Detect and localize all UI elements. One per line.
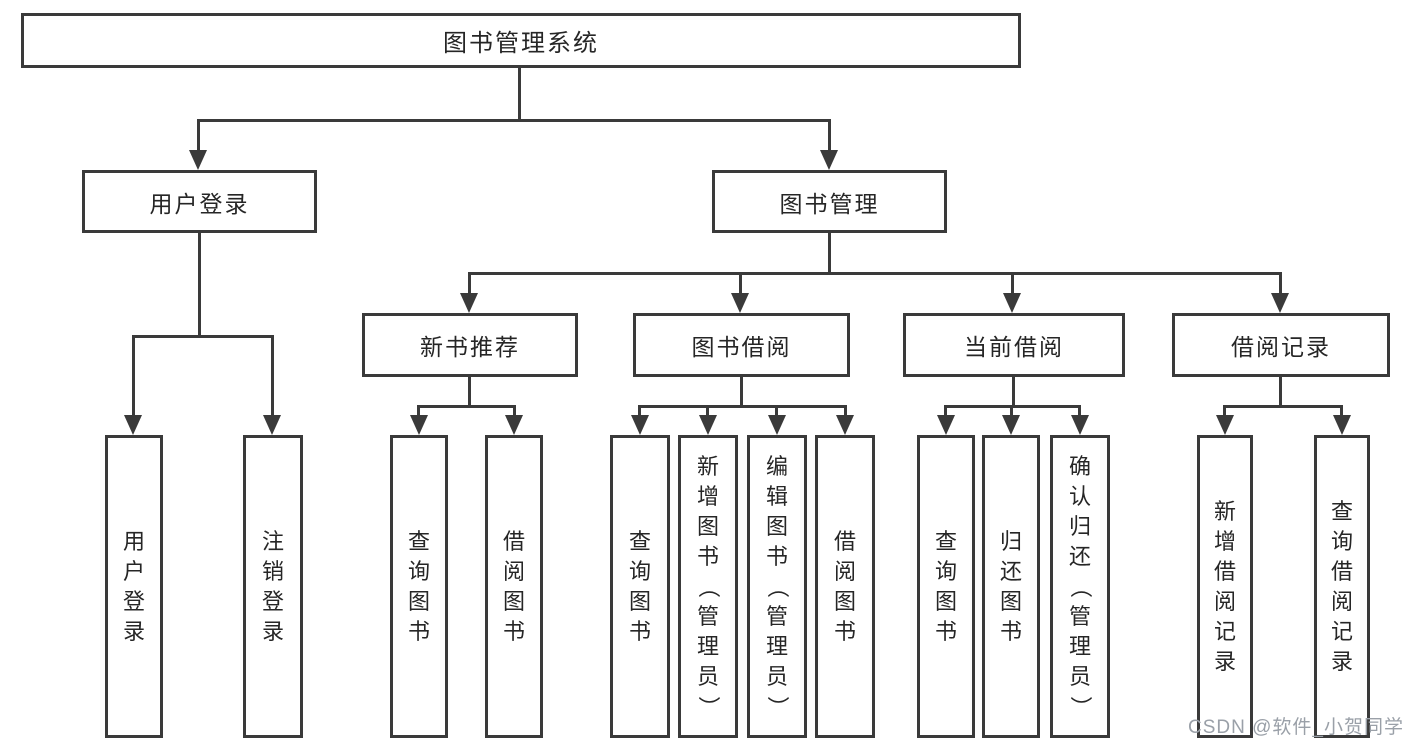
node-label: 图书借阅 — [691, 334, 792, 360]
arrow-down-icon — [768, 415, 786, 435]
connector-line — [1340, 405, 1343, 419]
arrow-down-icon — [1333, 415, 1351, 435]
arrow-down-icon — [189, 150, 207, 170]
connector-line — [513, 405, 516, 419]
leaf-add-books-admin: 新增图书（管理员） — [678, 435, 738, 738]
arrow-down-icon — [937, 415, 955, 435]
connector-line — [197, 119, 200, 154]
connector-line — [518, 67, 521, 121]
node-borrowing-records: 借阅记录 — [1172, 313, 1390, 377]
arrow-down-icon — [410, 415, 428, 435]
connector-line — [740, 377, 743, 408]
leaf-logout: 注销登录 — [243, 435, 303, 738]
arrow-down-icon — [1071, 415, 1089, 435]
arrow-down-icon — [1216, 415, 1234, 435]
leaf-borrow-books-recommend: 借阅图书 — [485, 435, 543, 738]
connector-line — [468, 377, 471, 408]
node-label: 用户登录 — [149, 190, 250, 217]
csdn-watermark: CSDN @软件_小贺同学 — [1188, 717, 1404, 738]
arrow-down-icon — [836, 415, 854, 435]
connector-line — [828, 233, 831, 275]
leaf-confirm-return-admin: 确认归还（管理员） — [1050, 435, 1110, 738]
node-new-book-recommendation: 新书推荐 — [362, 313, 578, 377]
leaf-label: 归还图书 — [999, 528, 1022, 644]
connector-line — [1223, 405, 1226, 419]
connector-line — [944, 405, 947, 419]
connector-line — [271, 335, 274, 417]
leaf-label: 查询图书 — [934, 528, 957, 644]
connector-line — [417, 405, 516, 408]
connector-line — [638, 405, 641, 419]
node-current-borrowing: 当前借阅 — [903, 313, 1125, 377]
leaf-label: 借阅图书 — [833, 528, 856, 644]
connector-line — [739, 272, 742, 295]
leaf-query-books-current: 查询图书 — [917, 435, 975, 738]
connector-line — [197, 119, 831, 122]
leaf-label: 借阅图书 — [502, 528, 525, 644]
connector-line — [706, 405, 709, 419]
leaf-label: 用户登录 — [122, 528, 145, 644]
arrow-down-icon — [124, 415, 142, 435]
arrow-down-icon — [1271, 293, 1289, 313]
arrow-down-icon — [1002, 415, 1020, 435]
connector-line — [1011, 272, 1014, 295]
leaf-borrow-books: 借阅图书 — [815, 435, 875, 738]
connector-line — [828, 119, 831, 154]
connector-line — [1010, 405, 1013, 419]
leaf-query-books-recommend: 查询图书 — [390, 435, 448, 738]
connector-line — [417, 405, 420, 419]
leaf-add-borrow-record: 新增借阅记录 — [1197, 435, 1253, 738]
node-label: 图书管理 — [779, 190, 880, 217]
leaf-label: 查询图书 — [407, 528, 430, 644]
connector-line — [468, 272, 1282, 275]
connector-line — [132, 335, 135, 417]
arrow-down-icon — [731, 293, 749, 313]
node-library-management-system: 图书管理系统 — [21, 13, 1021, 68]
node-label: 新书推荐 — [420, 334, 520, 360]
connector-line — [1223, 405, 1343, 408]
leaf-edit-books-admin: 编辑图书（管理员） — [747, 435, 807, 738]
connector-line — [775, 405, 778, 419]
node-label: 当前借阅 — [964, 334, 1064, 360]
node-book-management: 图书管理 — [712, 170, 947, 233]
leaf-label: 新增图书（管理员） — [695, 453, 721, 718]
connector-line — [1279, 272, 1282, 295]
leaf-label: 查询借阅记录 — [1330, 498, 1353, 674]
connector-line — [132, 335, 274, 338]
connector-line — [638, 405, 847, 408]
arrow-down-icon — [820, 150, 838, 170]
arrow-down-icon — [699, 415, 717, 435]
node-user-login: 用户登录 — [82, 170, 317, 233]
connector-line — [198, 233, 201, 337]
leaf-label: 编辑图书（管理员） — [764, 453, 790, 718]
leaf-label: 确认归还（管理员） — [1067, 453, 1093, 718]
node-label: 借阅记录 — [1231, 334, 1331, 360]
connector-line — [844, 405, 847, 419]
arrow-down-icon — [631, 415, 649, 435]
node-label: 图书管理系统 — [443, 30, 599, 57]
arrow-down-icon — [460, 293, 478, 313]
leaf-label: 新增借阅记录 — [1213, 498, 1236, 674]
leaf-label: 查询图书 — [628, 528, 651, 644]
leaf-user-login: 用户登录 — [105, 435, 163, 738]
connector-line — [468, 272, 471, 295]
connector-line — [1279, 377, 1282, 408]
arrow-down-icon — [1003, 293, 1021, 313]
arrow-down-icon — [505, 415, 523, 435]
connector-line — [1078, 405, 1081, 419]
leaf-query-borrow-record: 查询借阅记录 — [1314, 435, 1370, 738]
node-book-borrowing: 图书借阅 — [633, 313, 850, 377]
arrow-down-icon — [263, 415, 281, 435]
leaf-label: 注销登录 — [261, 528, 284, 644]
leaf-return-books: 归还图书 — [982, 435, 1040, 738]
connector-line — [1012, 377, 1015, 408]
leaf-query-books-borrow: 查询图书 — [610, 435, 670, 738]
